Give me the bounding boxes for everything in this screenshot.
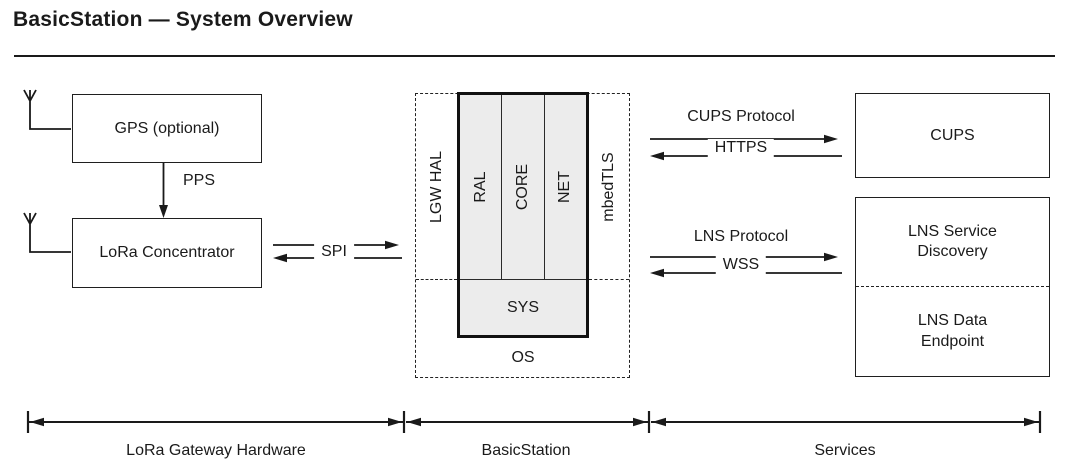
gps-box: GPS (optional): [72, 94, 262, 163]
lgw-hal-label: LGW HAL: [428, 150, 445, 224]
lora-concentrator-box: LoRa Concentrator: [72, 218, 262, 288]
https-label: HTTPS: [707, 139, 775, 157]
lns-protocol-label: LNS Protocol: [693, 228, 789, 245]
cups-box: CUPS: [855, 93, 1050, 178]
sys-label: SYS: [506, 298, 539, 316]
mbedtls-region: mbedTLS: [589, 95, 629, 279]
cups-protocol-label: CUPS Protocol: [687, 108, 795, 125]
lns-service-discovery-cell: LNS Service Discovery: [856, 198, 1049, 287]
dashed-divider-right: [589, 279, 629, 280]
lns-data-endpoint-label: LNS Data Endpoint: [917, 312, 988, 350]
gps-box-label: GPS (optional): [114, 119, 220, 137]
lora-concentrator-label: LoRa Concentrator: [99, 244, 235, 261]
mbedtls-label: mbedTLS: [600, 152, 617, 222]
wss-label: WSS: [715, 256, 767, 274]
net-label: NET: [556, 171, 574, 203]
lns-box: LNS Service Discovery LNS Data Endpoint: [855, 197, 1050, 377]
os-label: OS: [511, 348, 535, 366]
dashed-divider-left: [416, 279, 457, 280]
net-column: NET: [543, 95, 586, 279]
spi-label: SPI: [314, 243, 354, 261]
lns-service-discovery-label: LNS Service Discovery: [908, 222, 997, 260]
pps-arrow: [159, 163, 168, 218]
lgw-hal-region: LGW HAL: [417, 95, 457, 279]
ral-column: RAL: [460, 95, 501, 279]
antenna-icon: [23, 212, 71, 253]
span-ruler: [26, 411, 1042, 433]
pps-label: PPS: [183, 172, 216, 189]
ral-label: RAL: [471, 171, 489, 203]
span-label-hardware: LoRa Gateway Hardware: [126, 442, 306, 459]
title-divider: [14, 55, 1055, 57]
station-core-stack: RAL CORE NET SYS: [457, 92, 589, 338]
core-column: CORE: [501, 95, 543, 279]
lns-data-endpoint-cell: LNS Data Endpoint: [856, 287, 1049, 376]
core-label: CORE: [513, 163, 531, 211]
span-label-basicstation: BasicStation: [481, 442, 571, 459]
page-title: BasicStation — System Overview: [13, 8, 353, 31]
antenna-icon: [23, 89, 71, 130]
station-columns: RAL CORE NET: [460, 95, 586, 279]
cups-box-label: CUPS: [930, 126, 975, 144]
os-region: OS: [458, 339, 588, 376]
sys-band: SYS: [460, 279, 586, 335]
span-label-services: Services: [814, 442, 876, 459]
